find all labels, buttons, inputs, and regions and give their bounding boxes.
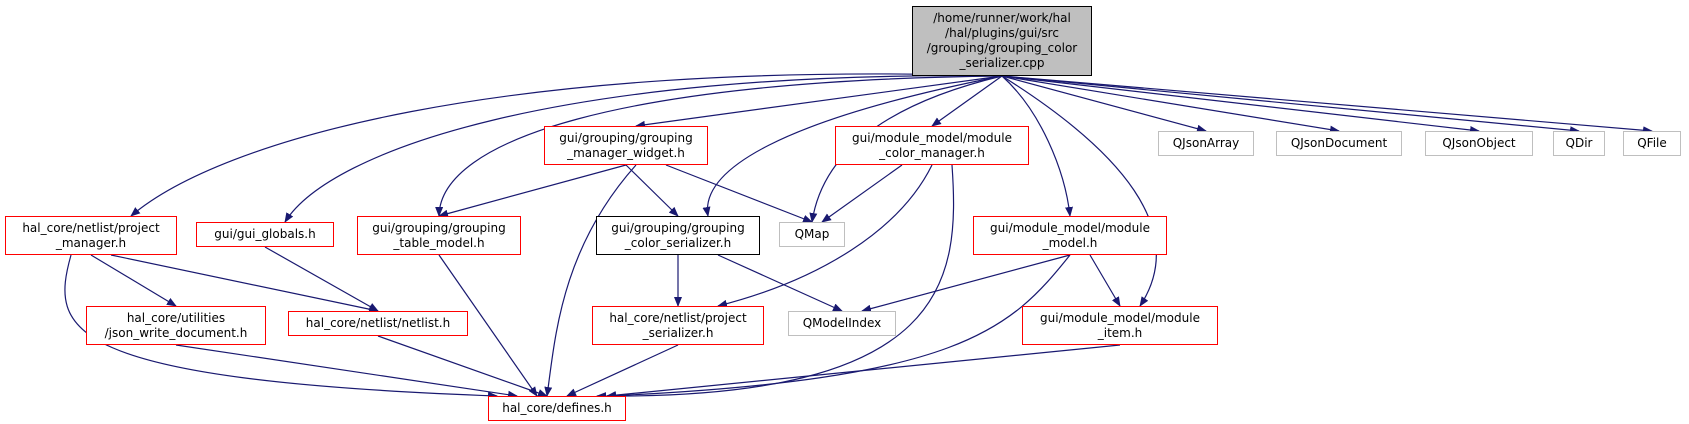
node-defines-h[interactable]: hal_core/defines.h [488,396,626,421]
node-label-line: QDir [1565,136,1593,150]
edge-root-to-grouping_color_serializer_h [702,75,1003,217]
edge-grouping_manager_widget-to-defines [544,164,637,397]
node-label-line: QJsonDocument [1290,136,1388,150]
edge-module_item-to-defines [606,344,1121,400]
node-label-line: _model.h [1042,235,1098,250]
node-project-manager-h[interactable]: hal_core/netlist/project _manager.h [5,216,177,255]
node-label-line: gui/module_model/module [1040,310,1200,325]
node-qmodelindex[interactable]: QModelIndex [788,311,896,336]
node-grouping-color-serializer-cpp: /home/runner/work/hal /hal/plugins/gui/s… [912,6,1092,76]
node-label-line: hal_core/netlist/project [609,310,747,325]
node-qdir[interactable]: QDir [1553,131,1605,156]
node-gui-globals-h[interactable]: gui/gui_globals.h [196,222,334,247]
edge-root-to-module_color_manager [931,75,1003,127]
edge-module_model-to-module_item [1089,254,1121,307]
edge-module_color_manager-to-defines [596,164,955,401]
node-label-line: QJsonObject [1442,136,1516,150]
edge-gui_globals-to-netlist [264,246,379,312]
node-label-line: _manager_widget.h [567,145,685,160]
edge-grouping_manager_widget-to-grouping_table_model [438,164,627,218]
node-netlist-h[interactable]: hal_core/netlist/netlist.h [288,311,468,336]
node-label-line: gui/grouping/grouping [559,130,693,145]
node-label-line: gui/module_model/module [990,220,1150,235]
edge-project_manager-to-netlist [110,254,379,314]
node-module-color-manager-h[interactable]: gui/module_model/module _color_manager.h [835,126,1029,165]
edge-module_model-to-qmodelindex [861,254,1071,313]
node-label-line: gui/grouping/grouping [372,220,506,235]
node-qjsondocument[interactable]: QJsonDocument [1276,131,1402,156]
edge-root-to-gui_globals [284,75,1003,223]
node-label-line: QJsonArray [1172,136,1240,150]
node-label-line: hal_core/netlist/netlist.h [305,316,451,330]
edge-root-to-project_manager [130,73,1003,217]
node-qmap[interactable]: QMap [779,222,845,247]
node-label-line: /grouping/grouping_color [926,41,1078,55]
node-json-write-document-h[interactable]: hal_core/utilities /json_write_document.… [86,306,266,345]
node-label-line: _color_serializer.h [624,235,732,250]
edge-root-to-grouping_table_model [435,75,1003,217]
edge-root-to-qdir [1001,75,1580,135]
node-qfile[interactable]: QFile [1623,131,1681,156]
edge-module_color_manager-to-project_serializer [717,164,933,308]
node-label-line: _serializer.cpp [959,56,1045,70]
edge-root-to-qjsonobject [1001,75,1480,134]
node-qjsonobject[interactable]: QJsonObject [1425,131,1533,156]
node-label-line: _item.h [1097,325,1143,340]
edge-project_manager-to-defines [64,254,498,400]
node-label-line: QFile [1637,136,1667,150]
edge-module_color_manager-to-qmap [821,164,903,223]
node-label-line: QMap [794,227,830,241]
edge-project_serializer-to-defines [566,344,679,397]
edge-grouping_table_model-to-defines [438,254,538,397]
node-label-line: /hal/plugins/gui/src [945,26,1059,40]
node-label-line: gui/gui_globals.h [214,227,316,241]
node-label-line: hal_core/defines.h [502,401,612,415]
node-label-line: _color_manager.h [879,145,985,160]
edge-grouping_color_serializer_h-to-qmodelindex [717,254,843,312]
node-label-line: gui/grouping/grouping [611,220,745,235]
edge-root-to-qjsondocument [1001,75,1340,134]
node-module-item-h[interactable]: gui/module_model/module _item.h [1022,306,1218,345]
node-label-line: _table_model.h [393,235,485,250]
node-module-model-h[interactable]: gui/module_model/module _model.h [973,216,1167,255]
node-qjsonarray[interactable]: QJsonArray [1158,131,1254,156]
edge-root-to-qfile [1001,75,1653,135]
edge-netlist-to-defines [377,335,548,397]
edge-root-to-qjsonarray [1001,75,1207,133]
node-label-line: gui/module_model/module [852,130,1012,145]
edge-grouping_manager_widget-to-qmap [665,164,813,223]
edge-root-to-module_model [1001,75,1074,217]
edge-module_model-to-defines [606,254,1071,400]
node-label-line: hal_core/utilities [126,310,226,325]
edge-project_manager-to-json_write_document [90,254,177,307]
edge-root-to-module_item [1001,75,1157,307]
node-label-line: QModelIndex [802,316,882,330]
node-label-line: /json_write_document.h [104,325,248,340]
node-label-line: _serializer.h [642,325,714,340]
node-project-serializer-h[interactable]: hal_core/netlist/project _serializer.h [592,306,764,345]
node-label-line: _manager.h [55,235,127,250]
node-label-line: hal_core/netlist/project [22,220,160,235]
node-grouping-table-model-h[interactable]: gui/grouping/grouping _table_model.h [357,216,521,255]
node-grouping-color-serializer-h[interactable]: gui/grouping/grouping _color_serializer.… [596,216,760,255]
node-grouping-manager-widget-h[interactable]: gui/grouping/grouping _manager_widget.h [544,126,708,165]
node-label-line: /home/runner/work/hal [933,11,1071,25]
edge-json_write_document-to-defines [175,344,518,399]
edge-root-to-grouping_manager_widget [635,75,1003,129]
edge-grouping_manager_widget-to-grouping_color_serializer_h [625,164,679,217]
